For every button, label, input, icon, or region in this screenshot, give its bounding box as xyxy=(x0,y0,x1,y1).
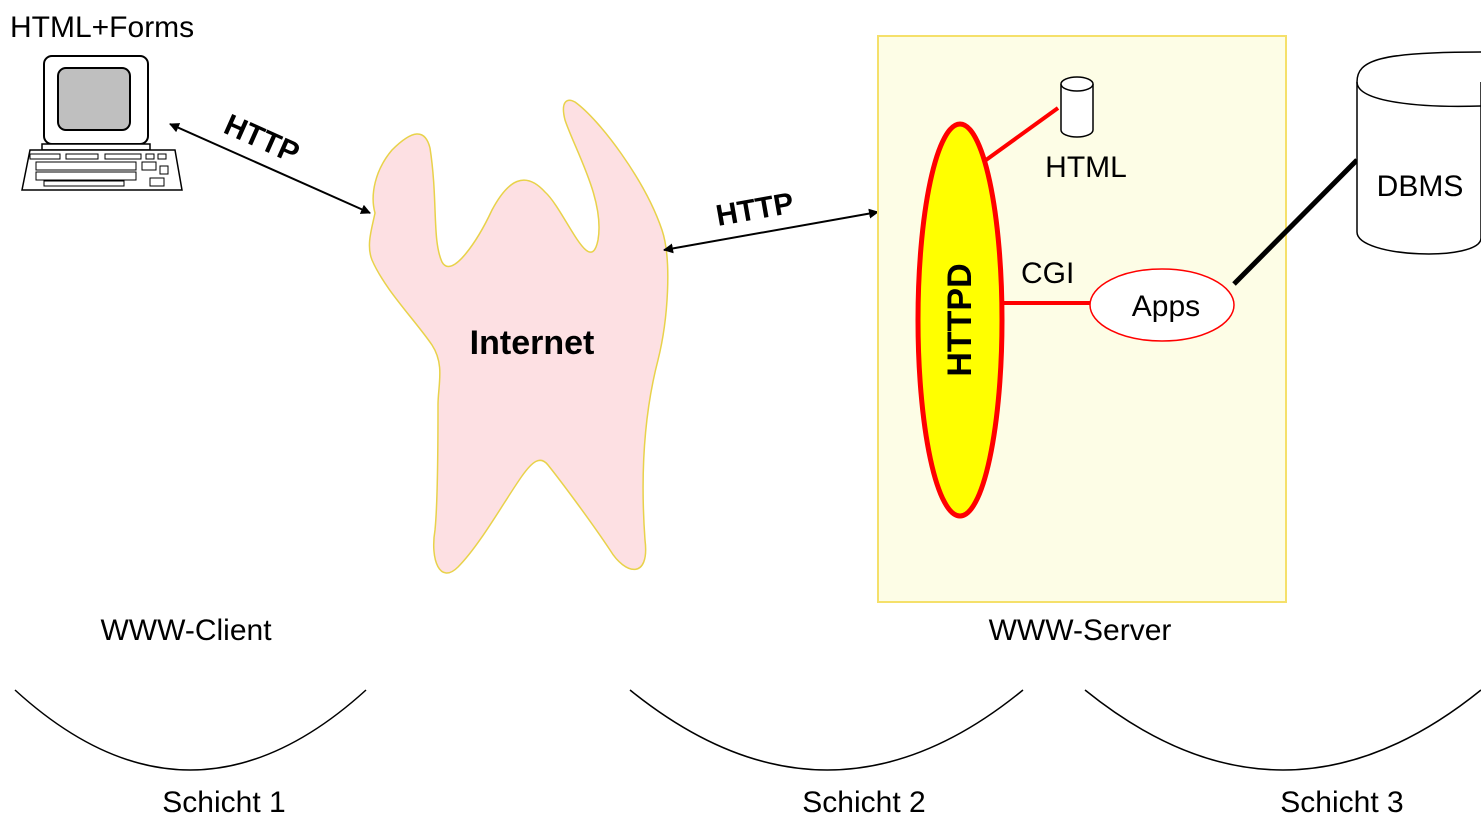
html-store-icon xyxy=(1060,76,1094,138)
tier-2-arc xyxy=(629,689,1024,771)
tier-1-arc xyxy=(14,689,367,771)
apps-node xyxy=(1089,268,1235,342)
dbms-database-icon xyxy=(1356,51,1481,255)
server-http-label: HTTP xyxy=(713,187,796,233)
internet-cloud xyxy=(368,99,669,574)
tier-3-arc xyxy=(1084,689,1481,771)
dbms-connector xyxy=(1232,158,1359,286)
client-top-label: HTML+Forms xyxy=(10,11,194,44)
dbms-label: DBMS xyxy=(1377,170,1464,203)
server-caption: WWW-Server xyxy=(989,614,1172,647)
client-internet-arrow xyxy=(169,123,371,214)
cgi-label: CGI xyxy=(1021,257,1074,290)
computer-icon xyxy=(21,55,183,191)
html-store-label: HTML xyxy=(1045,151,1127,184)
client-http-label: HTTP xyxy=(219,108,304,170)
tier-1-label: Schicht 1 xyxy=(162,786,285,819)
client-caption: WWW-Client xyxy=(100,614,272,647)
internet-server-arrow xyxy=(663,208,879,254)
apps-label: Apps xyxy=(1132,290,1200,323)
httpd-daemon xyxy=(915,121,1005,519)
tier-3-label: Schicht 3 xyxy=(1280,786,1403,819)
html-connector xyxy=(984,106,1060,162)
httpd-label: HTTPD xyxy=(941,263,979,376)
tier-2-label: Schicht 2 xyxy=(802,786,925,819)
internet-label: Internet xyxy=(470,324,595,362)
